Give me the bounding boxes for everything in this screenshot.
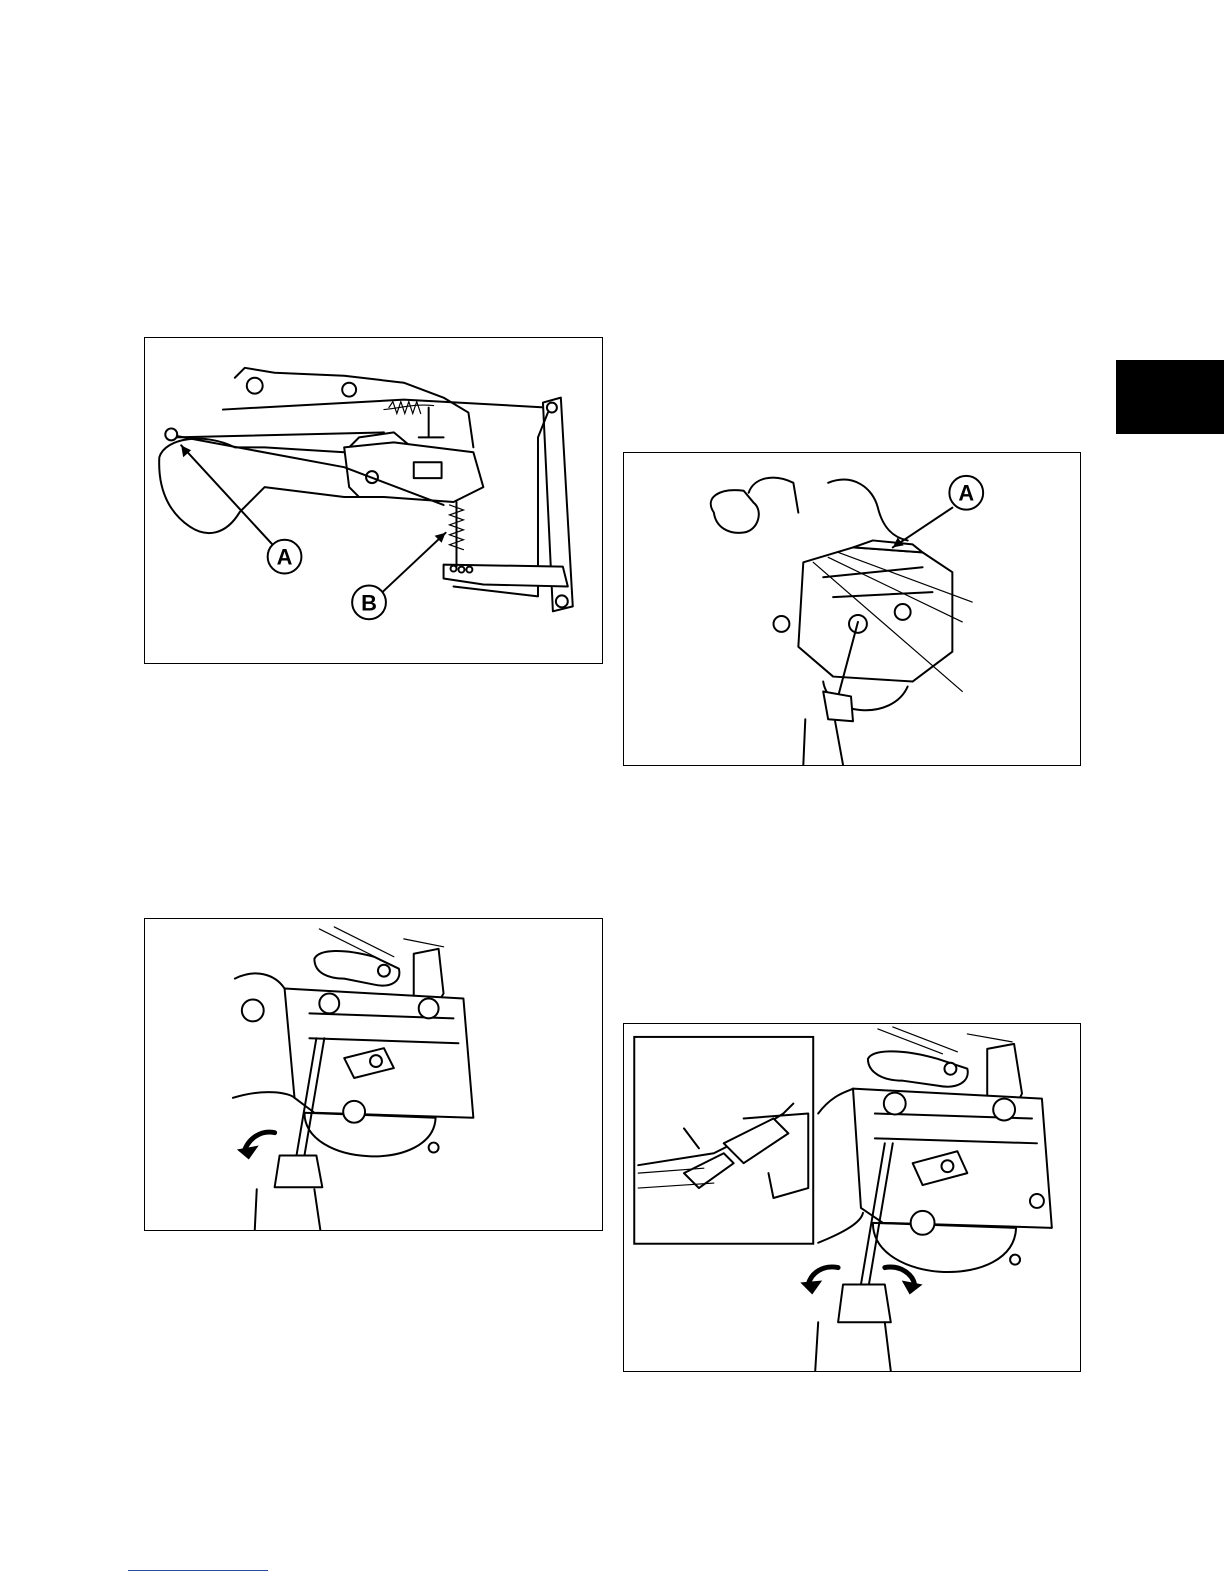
- carburetor-screw-inset-illustration: [624, 1024, 1080, 1371]
- figure-carb-screw-left: [144, 918, 603, 1231]
- carburetor-screw-illustration: [145, 919, 602, 1230]
- detail-inset: [634, 1037, 813, 1244]
- figure-carb-screw-both: [623, 1023, 1081, 1372]
- footer-rule: [128, 1570, 268, 1571]
- figure-carb-top: A: [623, 452, 1081, 766]
- linkage-illustration: A B: [145, 338, 602, 663]
- carburetor-hand-illustration: A: [624, 453, 1080, 765]
- callout-a-label: A: [958, 481, 974, 506]
- section-thumb-tab: [1116, 360, 1224, 434]
- callout-b-label: B: [361, 590, 377, 615]
- figure-linkage: A B: [144, 337, 603, 664]
- callout-a-label: A: [277, 545, 293, 570]
